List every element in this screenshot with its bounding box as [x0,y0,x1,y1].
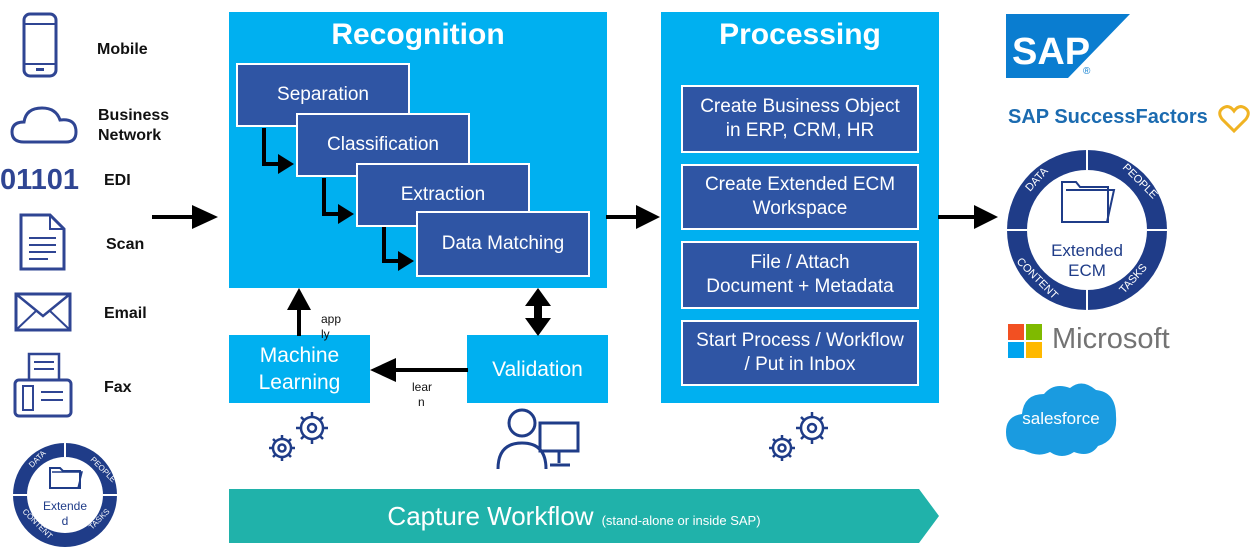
elbow-arrow-extraction-to-matching [382,227,414,271]
heart-icon [1218,105,1250,134]
source-label-scan: Scan [106,236,145,253]
elbow-arrow-separation-to-classification [262,128,294,174]
elbow-arrow-classification-to-extraction [322,178,354,224]
salesforce-logo-text: salesforce [1022,409,1099,428]
user-at-computer-icon [496,408,580,470]
source-label-fax: Fax [104,379,132,396]
extended-ecm-line1: Extended [1051,241,1123,260]
sap-logo: SAP [1006,14,1130,78]
source-label-mobile: Mobile [97,41,148,58]
gears-icon-ml [269,412,328,461]
capture-workflow-label: Capture Workflow [387,500,594,531]
extended-ecm-small-badge: Extende d DATA PEOPLE CONTENT TASKS [13,443,118,547]
sap-registered-mark: ® [1083,66,1091,77]
arrow-processing-to-targets [938,205,998,229]
envelope-icon [14,292,72,332]
processing-title: Processing [719,18,881,51]
source-label-email: Email [104,305,147,322]
binary-code-icon: 01101 [0,164,80,196]
microsoft-logo-text: Microsoft [1052,323,1170,355]
capture-workflow-bar-shape [229,489,939,543]
document-icon [19,213,66,271]
extended-ecm-line2: ECM [1068,261,1106,280]
validation-box: Validation [467,335,608,403]
small-badge-line1: Extende [43,499,87,513]
step-data-matching: Data Matching [416,211,590,277]
fax-icon [13,352,73,418]
mobile-phone-icon [22,12,58,78]
source-label-edi: EDI [104,172,131,189]
extended-ecm-badge: Extended ECM DATA PEOPLE CONTENT TASKS [1007,150,1167,310]
arrow-validation-to-ml [370,358,468,382]
cloud-icon [10,106,78,144]
arrow-recognition-to-processing [606,205,660,229]
sap-logo-text: SAP [1012,31,1090,73]
recognition-title: Recognition [331,18,505,51]
capture-workflow-note: (stand-alone or inside SAP) [601,512,761,528]
small-badge-line2: d [62,514,69,528]
capture-workflow-bar: Capture Workflow (stand-alone or inside … [229,489,919,543]
arrow-ml-to-recognition [287,288,311,336]
successfactors-logo-text: SAP SuccessFactors [1008,106,1208,128]
processing-box-start-process: Start Process / Workflow/ Put in Inbox [681,320,919,386]
double-arrow-validation-recognition [525,288,551,336]
salesforce-cloud-logo: salesforce [1006,383,1117,456]
microsoft-logo-icon [1008,324,1042,358]
arrow-sources-to-recognition [152,205,218,229]
gears-icon-processing [769,412,828,461]
